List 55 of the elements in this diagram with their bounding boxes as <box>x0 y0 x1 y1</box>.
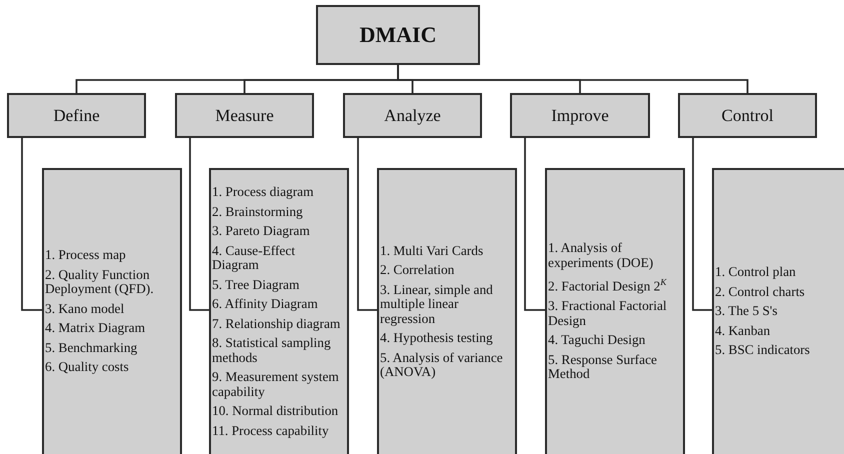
tool-list-box <box>209 168 349 454</box>
list-item: 9. Measurement system capability <box>212 370 340 399</box>
list-item: 5. BSC indicators <box>715 343 811 358</box>
list-item: 1. Process map <box>45 248 127 263</box>
list-item: 6. Quality costs <box>45 360 130 375</box>
node-label: Analyze <box>384 106 441 126</box>
phase-box <box>678 93 817 138</box>
phase-box <box>7 93 146 138</box>
phase-box <box>175 93 314 138</box>
list-item: 4. Cause-Effect Diagram <box>212 244 296 272</box>
list-item: 5. Benchmarking <box>45 340 138 356</box>
connector-line <box>357 138 377 311</box>
list-item: 10. Normal distribution <box>212 404 340 418</box>
list-item: 2. Brainstorming <box>212 204 304 219</box>
list-item: 1. Process diagram <box>212 185 315 200</box>
tool-list-box <box>545 168 685 454</box>
list-item: 3. Fractional Factorial Design <box>548 299 668 328</box>
node-label: Improve <box>551 106 609 126</box>
connector-line <box>692 138 712 311</box>
list-item: 5. Response Surface Method <box>548 352 658 382</box>
node-label: Measure <box>215 106 274 126</box>
list-item: 3. The 5 S's <box>715 304 778 319</box>
list-item: 3. Pareto Diagram <box>212 224 311 238</box>
connector-line <box>189 138 209 311</box>
list-item: 4. Hypothesis testing <box>380 331 494 346</box>
connector-line <box>397 65 748 93</box>
list-item: 8. Statistical sampling methods <box>212 336 332 365</box>
connector-line <box>524 138 545 311</box>
node-label: DMAIC <box>360 22 436 48</box>
list-item: 5. Tree Diagram <box>212 278 300 292</box>
list-item: 2. Control charts <box>715 284 806 300</box>
phase-box <box>343 93 482 138</box>
list-item: 4. Matrix Diagram <box>45 321 146 336</box>
list-item: 1. Control plan <box>715 265 797 280</box>
list-item: 7. Relationship diagram <box>212 316 342 331</box>
list-item: 2. Factorial Design 2$^{K}$ <box>548 276 668 294</box>
list-item: 1. Analysis of experiments (DOE) <box>548 241 654 270</box>
list-item: 5. Analysis of variance (ANOVA) <box>380 350 504 380</box>
list-item: 1. Multi Vari Cards <box>380 244 484 258</box>
list-item: 6. Affinity Diagram <box>212 297 319 312</box>
node-label: Define <box>53 106 100 126</box>
title-box <box>316 5 480 65</box>
connector-line <box>21 138 42 311</box>
list-item: 4. Taguchi Design <box>548 333 646 348</box>
list-item: 2. Quality Function Deployment (QFD). <box>45 268 155 297</box>
list-item: 3. Linear, simple and multiple linear regression <box>380 282 494 326</box>
list-item: 3. Kano model <box>45 302 126 316</box>
tool-list-box <box>42 168 182 454</box>
list-item: 2. Correlation <box>380 263 456 278</box>
node-label: Control <box>722 106 774 126</box>
list-item: 11. Process capability <box>212 424 330 438</box>
phase-box <box>510 93 650 138</box>
tool-list-box <box>712 168 844 454</box>
list-item: 4. Kanban <box>715 324 772 338</box>
tool-list-box <box>377 168 517 454</box>
